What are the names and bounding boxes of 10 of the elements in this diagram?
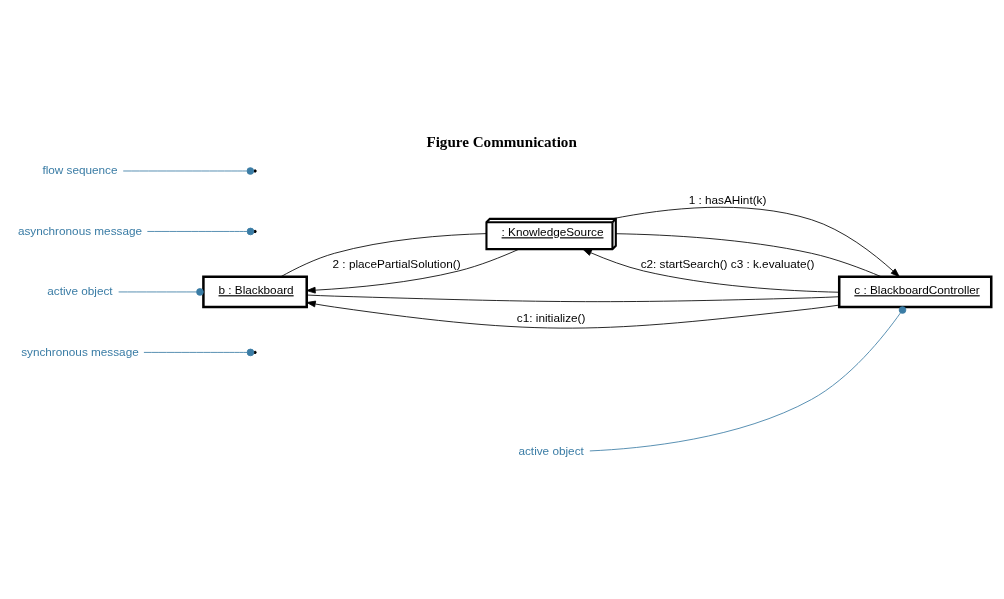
- node-text: asynchronous message: [17, 223, 142, 237]
- edge-label: 1 : hasAHint(k): [688, 192, 767, 206]
- node-text: active object: [518, 443, 584, 457]
- edge-label: 2 : placePartialSolution(): [332, 256, 461, 270]
- node-text: synchronous message: [21, 344, 139, 358]
- edge-label: c1: initialize(): [516, 310, 586, 324]
- node-text: flow sequence: [42, 163, 118, 177]
- node-text: active object: [47, 284, 113, 298]
- diagram-title: Figure Communication: [426, 133, 577, 150]
- edge-label: c2: startSearch() c3 : k.evaluate(): [640, 256, 815, 270]
